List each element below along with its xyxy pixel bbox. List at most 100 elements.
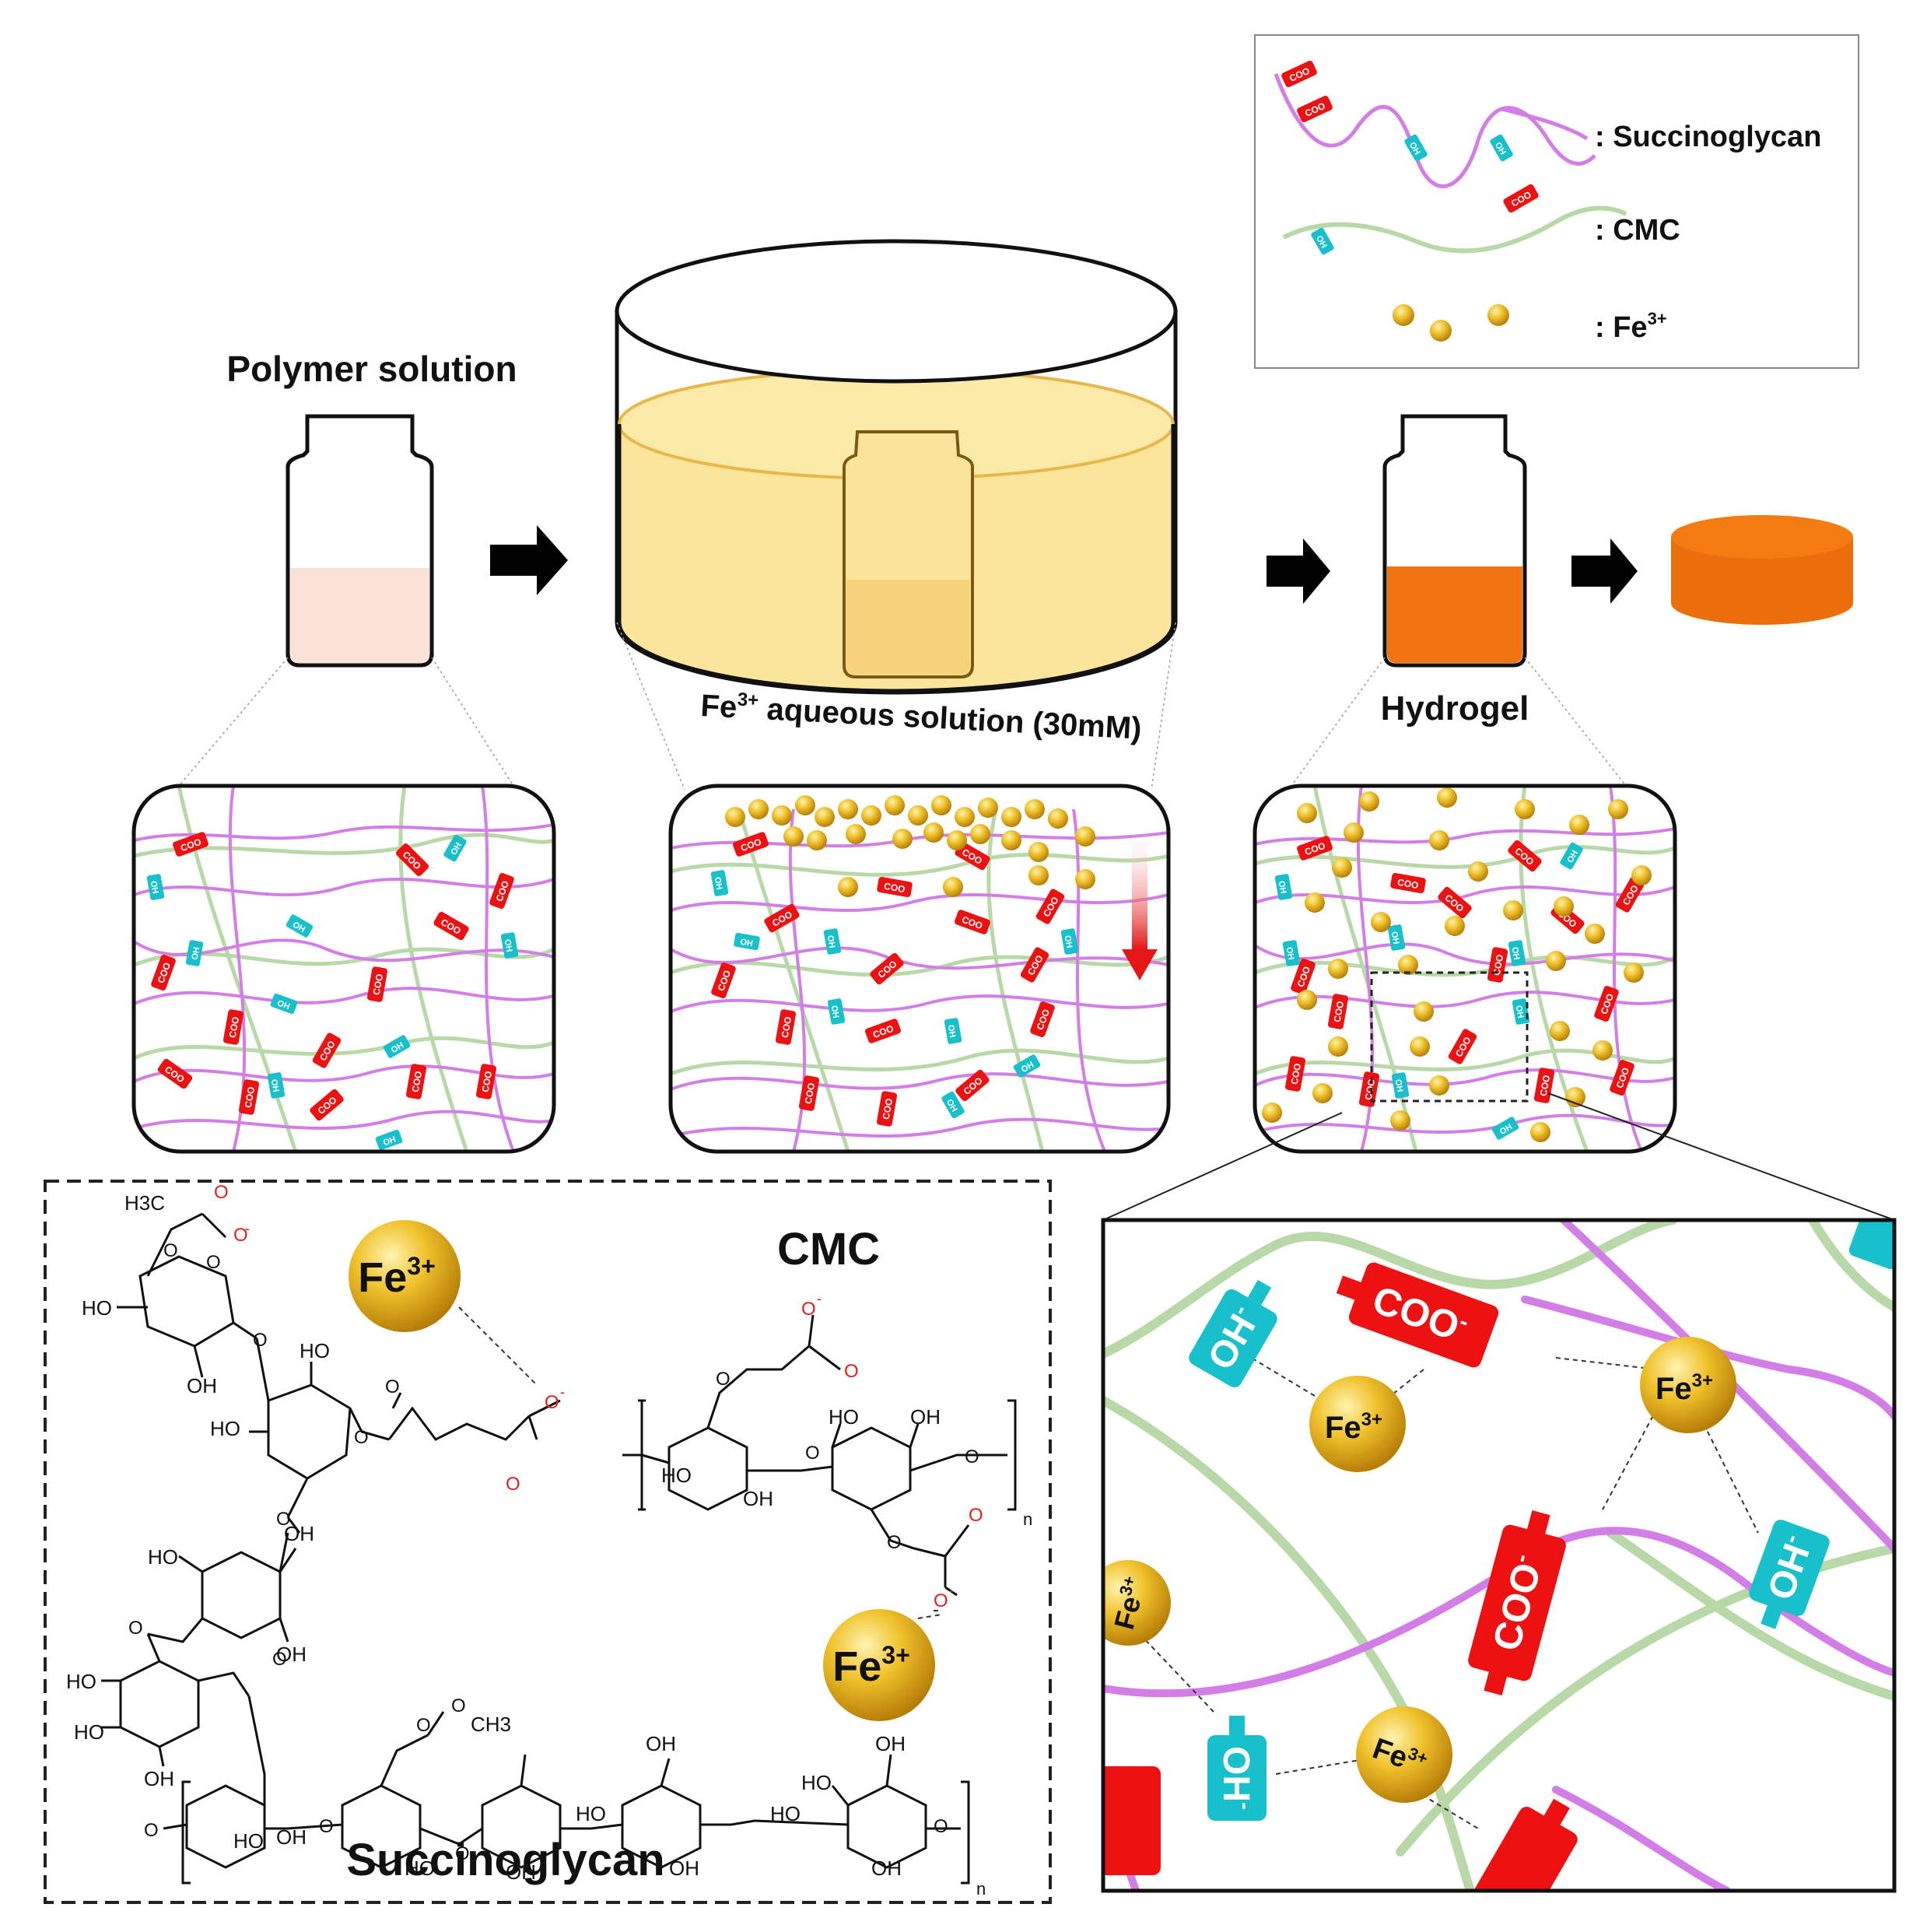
oh-tag: OH — [1560, 842, 1583, 870]
coo-tag: COO — [475, 1064, 497, 1099]
svg-text:O: O — [455, 1843, 470, 1864]
svg-text:O: O — [163, 1240, 178, 1261]
fe-ion — [861, 805, 881, 826]
fe-ion — [1592, 1040, 1613, 1061]
legend-oh-tag-2: OH — [1490, 134, 1513, 162]
oh-tag: OH — [827, 998, 846, 1025]
coo-tag: COO — [1390, 872, 1426, 894]
fe-ion — [978, 798, 998, 818]
fe-ion — [1546, 951, 1566, 971]
svg-text:HO: HO — [233, 1829, 264, 1853]
svg-text:Fe3+: Fe3+ — [1655, 1370, 1713, 1406]
oh-tag: OH — [443, 834, 467, 862]
legend-label-succinoglycan: : Succinoglycan — [1595, 121, 1821, 153]
svg-text:OH: OH — [276, 1643, 307, 1666]
fe-ion — [1503, 900, 1523, 920]
panel-fe-diffusion: COO COO COO COO COO COO COO COO COO COO … — [668, 784, 1171, 1154]
polymer-solution-label: Polymer solution — [226, 349, 517, 389]
svg-text:HO: HO — [829, 1405, 859, 1429]
fe-ion — [1025, 799, 1045, 819]
fe-ion — [795, 795, 815, 815]
fe-ion — [1371, 912, 1391, 932]
fe-ion — [1028, 842, 1049, 862]
svg-text:O: O — [144, 1820, 159, 1841]
svg-text:O: O — [934, 1816, 948, 1837]
fe-ion — [815, 807, 835, 827]
svg-text:HO: HO — [66, 1670, 96, 1693]
oh-tag: OH — [146, 874, 165, 900]
svg-text:O: O — [506, 1474, 520, 1495]
svg-text:HO: HO — [74, 1720, 104, 1744]
oh-tag: OH — [1013, 1054, 1041, 1078]
svg-text:O: O — [206, 1252, 221, 1273]
legend-fe-ion-1 — [1393, 304, 1414, 326]
svg-text:n: n — [976, 1879, 986, 1899]
carboxylate-o-1: O — [214, 1182, 229, 1203]
fe-ion — [943, 877, 963, 897]
svg-text:HO: HO — [148, 1545, 178, 1569]
oh-tag: OH — [500, 932, 519, 959]
svg-text:O: O — [965, 1446, 979, 1467]
svg-text:OH: OH — [276, 1825, 307, 1849]
fe-ion — [1297, 990, 1317, 1010]
svg-text:-: - — [245, 1221, 250, 1236]
svg-text:OH: OH — [875, 1732, 906, 1755]
svg-text:COO: COO — [1538, 1074, 1553, 1096]
fe-ion — [1312, 1083, 1333, 1103]
fe-ion — [1530, 1122, 1550, 1142]
svg-text:OH: OH — [382, 1134, 398, 1148]
svg-text:OH: OH — [910, 1405, 941, 1429]
cmc-title: CMC — [777, 1224, 880, 1275]
oh-tag: OH — [941, 1091, 965, 1119]
svg-text:OH: OH — [1277, 880, 1288, 894]
svg-text:OH: OH — [276, 998, 292, 1012]
svg-text:HO: HO — [405, 1857, 435, 1880]
fe-ion — [1445, 916, 1465, 936]
coo-tag: COO — [1035, 889, 1065, 924]
svg-text:OH: OH — [669, 1857, 699, 1880]
coo-tag: COO — [733, 832, 769, 857]
svg-text:OH: OH — [284, 1522, 314, 1545]
fe-ion — [1585, 924, 1605, 944]
fe-ion — [725, 807, 745, 827]
zoom-line-left — [1102, 1112, 1343, 1221]
svg-text:COO: COO — [1396, 877, 1419, 892]
arrow-2 — [1267, 538, 1330, 604]
svg-text:HO: HO — [82, 1296, 112, 1320]
svg-text:O: O — [253, 1330, 268, 1351]
svg-text:COO: COO — [881, 1097, 895, 1120]
fe-ion — [1332, 857, 1352, 878]
coo-tag: COO — [877, 876, 913, 898]
svg-text:OH: OH — [1389, 931, 1401, 945]
svg-text:O: O — [801, 1299, 816, 1320]
svg-text:OH: OH — [743, 1487, 773, 1510]
fe-ion — [772, 805, 792, 826]
svg-text:OH: OH — [144, 1767, 174, 1790]
oh-tag: OH — [1060, 928, 1079, 955]
panel-hydrogel-network: COO COO COO COO COO COO COO COO COO COO … — [1253, 784, 1677, 1154]
hydrogel-vial — [1382, 414, 1527, 668]
svg-text:COO: COO — [410, 1070, 425, 1092]
svg-text:O: O — [805, 1443, 820, 1464]
fe-ion — [885, 795, 905, 815]
fe-ion — [1028, 865, 1049, 885]
fe-ion — [1328, 1036, 1348, 1057]
fe-ion — [923, 822, 944, 843]
coo-tag: COO — [1487, 947, 1508, 983]
svg-text:O: O — [128, 1618, 143, 1639]
zoom-fe-ion-3: Fe3+ — [1103, 1560, 1171, 1646]
svg-text:n: n — [1023, 1509, 1032, 1529]
coo-tag: COO — [775, 1009, 797, 1045]
legend-cmc-strand — [1282, 205, 1627, 254]
zoom-oh-group-4 — [1848, 1220, 1894, 1269]
legend-oh-tag-1: OH — [1404, 134, 1428, 162]
fe-ion — [783, 826, 804, 847]
fe-ion — [1515, 799, 1535, 819]
p2-fe-ions — [725, 795, 1095, 897]
svg-text:HO: HO — [576, 1802, 606, 1825]
oh-tag: OH — [185, 940, 204, 966]
svg-text:OH: OH — [825, 934, 837, 948]
zoom-oh-group-2: OH- — [1749, 1520, 1830, 1629]
coordination-bond-1 — [458, 1306, 538, 1386]
coo-tag: COO — [798, 1075, 820, 1111]
